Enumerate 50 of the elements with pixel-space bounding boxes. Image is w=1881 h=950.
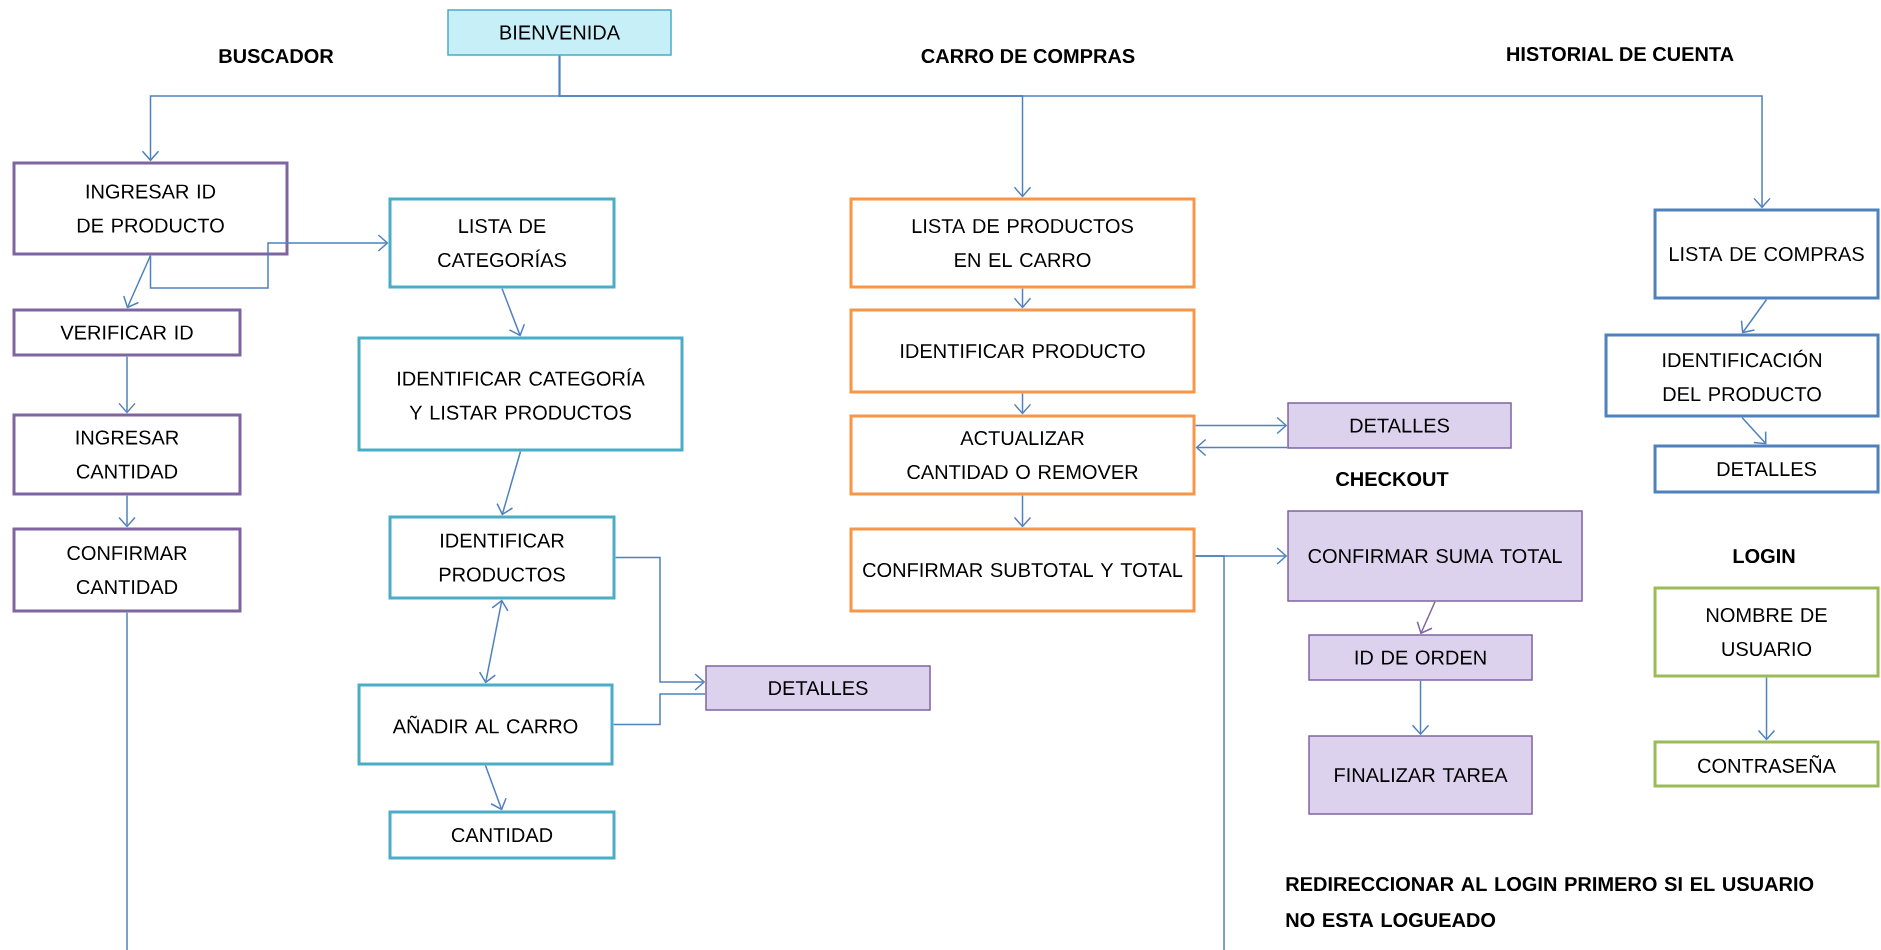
process-box: AÑADIR AL CARRO bbox=[357, 683, 614, 766]
process-box: CONFIRMAR SUMA TOTAL bbox=[1287, 510, 1583, 602]
arrow bbox=[1013, 287, 1032, 309]
process-box: FINALIZAR TAREA bbox=[1308, 735, 1533, 815]
note-text: REDIRECCIONAR AL LOGIN PRIMERO SI EL USUARIO NO ESTA LOGUEADO bbox=[1286, 876, 1814, 928]
process-box: BIENVENIDA bbox=[447, 9, 672, 56]
arrow bbox=[149, 234, 389, 289]
arrow bbox=[118, 494, 136, 528]
process-box: DETALLES bbox=[1653, 444, 1880, 494]
section-heading: HISTORIAL DE CUENTA bbox=[1507, 46, 1734, 62]
process-box: ACTUALIZAR CANTIDAD O REMOVER bbox=[849, 414, 1196, 496]
process-box: INGRESAR CANTIDAD bbox=[12, 413, 242, 496]
arrow bbox=[1741, 416, 1767, 445]
arrow bbox=[1740, 298, 1768, 334]
process-box: VERIFICAR ID bbox=[12, 308, 242, 357]
arrow bbox=[558, 55, 1771, 209]
process-box: ID DE ORDEN bbox=[1308, 634, 1533, 681]
arrow bbox=[1013, 392, 1032, 415]
section-heading: CHECKOUT bbox=[1336, 471, 1449, 487]
arrow bbox=[123, 254, 152, 309]
section-heading: CARRO DE COMPRAS bbox=[921, 48, 1135, 64]
process-box: DETALLES bbox=[1287, 402, 1512, 449]
process-box: IDENTIFICAR PRODUCTOS bbox=[388, 515, 616, 600]
process-box: DETALLES bbox=[705, 665, 931, 711]
process-box: CONFIRMAR CANTIDAD bbox=[12, 527, 242, 613]
arrow bbox=[614, 556, 706, 691]
section-heading: LOGIN bbox=[1733, 548, 1795, 564]
arrow bbox=[496, 450, 522, 516]
arrow bbox=[1757, 676, 1776, 741]
arrow bbox=[478, 599, 509, 684]
section-heading: BUSCADOR bbox=[219, 48, 334, 64]
process-box: CONFIRMAR SUBTOTAL Y TOTAL bbox=[849, 527, 1196, 613]
process-box: LISTA DE COMPRAS bbox=[1653, 208, 1880, 300]
process-box: IDENTIFICACIÓN DEL PRODUCTO bbox=[1604, 333, 1880, 418]
arrow bbox=[501, 287, 526, 337]
arrow bbox=[484, 764, 507, 811]
arrow bbox=[1416, 601, 1436, 635]
process-box: INGRESAR ID DE PRODUCTO bbox=[12, 161, 289, 256]
process-box: NOMBRE DE USUARIO bbox=[1653, 586, 1880, 678]
arrow bbox=[1013, 494, 1032, 528]
arrow bbox=[1195, 438, 1288, 457]
process-box: CONTRASEÑA bbox=[1653, 740, 1880, 788]
process-box: CANTIDAD bbox=[388, 810, 616, 860]
arrow bbox=[1194, 416, 1288, 435]
process-box: IDENTIFICAR CATEGORÍA Y LISTAR PRODUCTOS bbox=[357, 336, 684, 452]
arrow bbox=[1411, 680, 1430, 736]
process-box: LISTA DE PRODUCTOS EN EL CARRO bbox=[849, 197, 1196, 289]
process-box: IDENTIFICAR PRODUCTO bbox=[849, 308, 1196, 394]
process-box: LISTA DE CATEGORÍAS bbox=[388, 197, 616, 289]
arrow bbox=[118, 355, 136, 414]
